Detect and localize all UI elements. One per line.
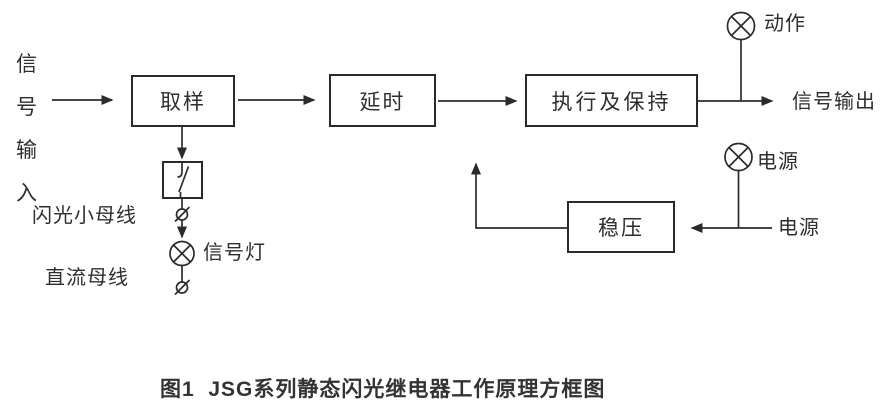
signal-lamp-label: 信号灯	[203, 242, 266, 264]
signal-output-label: 信号输出	[792, 91, 876, 113]
sampling-box: 取样	[131, 75, 235, 127]
signal-lamp-icon	[169, 240, 195, 282]
signal-input-char: 号	[16, 96, 38, 119]
delay-box: 延时	[329, 74, 436, 127]
action-lamp-icon	[726, 11, 756, 101]
action-lamp-label: 动作	[764, 13, 806, 35]
signal-input-char: 信	[16, 53, 38, 76]
signal-input-char: 入	[16, 182, 38, 205]
switch-contact-icon	[162, 161, 203, 209]
power-lamp-label: 电源	[757, 151, 799, 173]
voltage-regulator-box: 稳压	[567, 201, 675, 253]
execute-hold-box: 执行及保持	[525, 74, 698, 127]
signal-input-char: 输	[16, 139, 38, 162]
dc-bus-terminal-icon	[174, 279, 191, 296]
power-source-label: 电源	[778, 217, 820, 239]
flash-small-bus-label: 闪光小母线	[32, 205, 137, 227]
power-lamp-icon	[724, 142, 753, 228]
flash-bus-terminal-icon	[174, 206, 191, 223]
regulator-feedback-arrow	[471, 162, 567, 229]
signal-input-label: 信 号 输 入	[16, 54, 38, 204]
figure-caption: 图1 JSG系列静态闪光继电器工作原理方框图	[160, 378, 606, 401]
dc-bus-label: 直流母线	[45, 267, 129, 289]
